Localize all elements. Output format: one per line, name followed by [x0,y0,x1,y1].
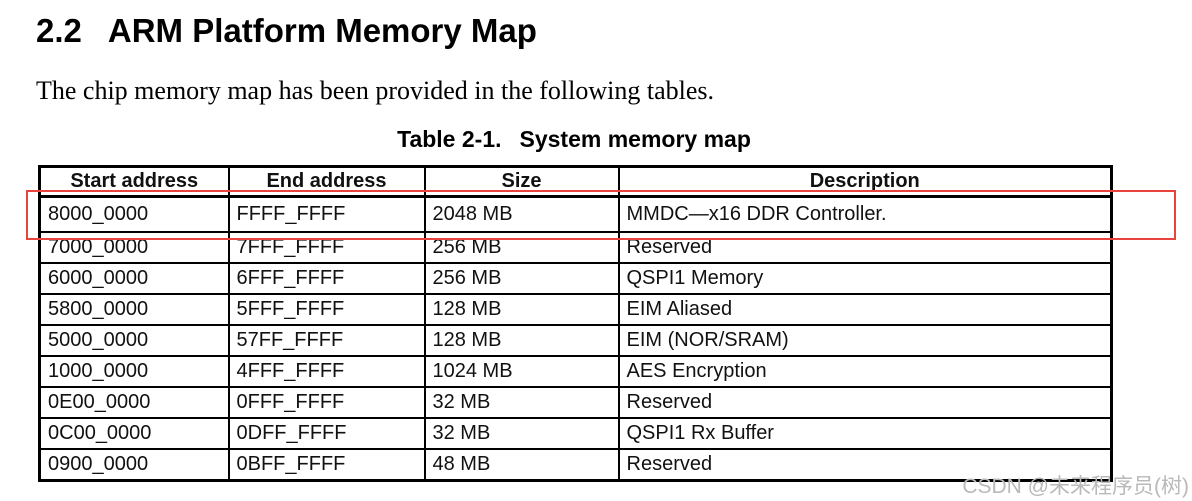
cell-description: EIM Aliased [617,293,1113,326]
table-row: 7000_0000 7FFF_FFFF 256 MB Reserved [38,231,1113,264]
cell-start-address: 0C00_0000 [38,417,230,450]
table-row: 0E00_0000 0FFF_FFFF 32 MB Reserved [38,386,1113,419]
cell-size: 48 MB [423,448,620,482]
cell-end-address: FFFF_FFFF [227,195,426,233]
cell-end-address: 5FFF_FFFF [227,293,426,326]
section-title: ARM Platform Memory Map [107,12,537,49]
table-caption-title: System memory map [519,126,751,152]
cell-end-address: 0BFF_FFFF [227,448,426,482]
cell-start-address: 1000_0000 [38,355,230,388]
intro-paragraph: The chip memory map has been provided in… [36,76,714,105]
cell-description: Reserved [617,231,1113,264]
table-row: 5800_0000 5FFF_FFFF 128 MB EIM Aliased [38,293,1113,326]
cell-size: 256 MB [423,262,620,295]
cell-start-address: 5800_0000 [38,293,230,326]
cell-start-address: 0E00_0000 [38,386,230,419]
memory-table-body: 8000_0000 FFFF_FFFF 2048 MB MMDC—x16 DDR… [38,195,1113,482]
table-row: 0C00_0000 0DFF_FFFF 32 MB QSPI1 Rx Buffe… [38,417,1113,450]
table-row: 6000_0000 6FFF_FFFF 256 MB QSPI1 Memory [38,262,1113,295]
cell-description: MMDC—x16 DDR Controller. [617,195,1113,233]
column-header-end-address: End address [227,165,426,198]
cell-description: Reserved [617,448,1113,482]
cell-description: QSPI1 Memory [617,262,1113,295]
cell-start-address: 8000_0000 [38,195,230,233]
cell-description: Reserved [617,386,1113,419]
cell-size: 256 MB [423,231,620,264]
cell-start-address: 0900_0000 [38,448,230,482]
watermark: CSDN @未来程序员(树) [962,475,1189,498]
cell-description: QSPI1 Rx Buffer [617,417,1113,450]
cell-start-address: 6000_0000 [38,262,230,295]
table-caption: Table 2-1. System memory map [38,126,1110,153]
section-number: 2.2 [36,12,82,49]
table-row: 1000_0000 4FFF_FFFF 1024 MB AES Encrypti… [38,355,1113,388]
column-header-start-address: Start address [38,165,230,198]
cell-end-address: 0FFF_FFFF [227,386,426,419]
cell-end-address: 6FFF_FFFF [227,262,426,295]
section-heading: 2.2 ARM Platform Memory Map [36,12,537,49]
column-header-description: Description [617,165,1113,198]
cell-size: 1024 MB [423,355,620,388]
cell-size: 128 MB [423,324,620,357]
cell-size: 2048 MB [423,195,620,233]
cell-size: 32 MB [423,386,620,419]
table-row: 5000_0000 57FF_FFFF 128 MB EIM (NOR/SRAM… [38,324,1113,357]
table-caption-label: Table 2-1. [397,126,502,152]
cell-end-address: 57FF_FFFF [227,324,426,357]
table-row: 0900_0000 0BFF_FFFF 48 MB Reserved [38,448,1113,482]
cell-description: AES Encryption [617,355,1113,388]
cell-start-address: 5000_0000 [38,324,230,357]
table-header-row: Start address End address Size Descripti… [38,165,1113,198]
cell-start-address: 7000_0000 [38,231,230,264]
cell-end-address: 7FFF_FFFF [227,231,426,264]
cell-end-address: 4FFF_FFFF [227,355,426,388]
column-header-size: Size [423,165,620,198]
memory-map-table: Start address End address Size Descripti… [38,165,1113,482]
cell-size: 128 MB [423,293,620,326]
table-row: 8000_0000 FFFF_FFFF 2048 MB MMDC—x16 DDR… [38,195,1113,233]
cell-description: EIM (NOR/SRAM) [617,324,1113,357]
cell-size: 32 MB [423,417,620,450]
cell-end-address: 0DFF_FFFF [227,417,426,450]
